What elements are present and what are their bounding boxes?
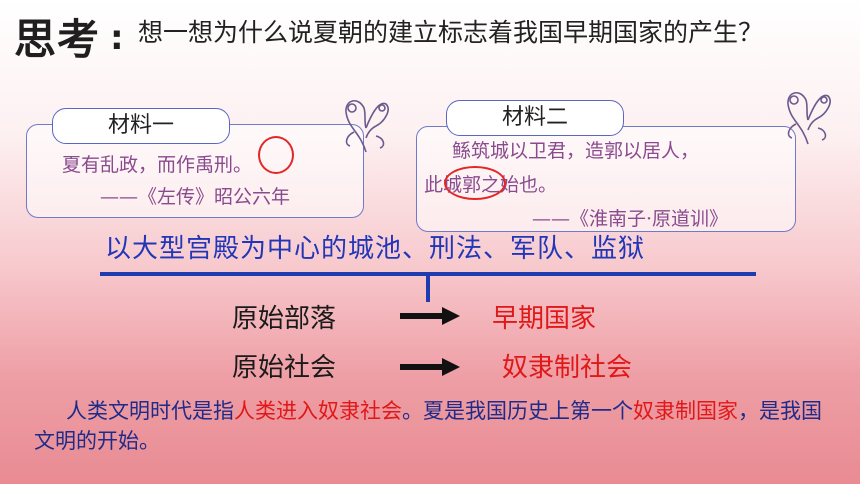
material1-label: 材料一 [52,108,230,144]
conclusion-part5: ，是我国文明的开始。 [34,399,822,453]
transition-to-1: 早期国家 [492,304,597,334]
material2-line1: 鲧筑城以卫君，造郭以居人， [452,140,700,162]
highlight-circle-xing [258,136,294,174]
question-text: 想一想为什么说夏朝的建立标志着我国早期国家的产生？ [138,18,764,47]
conclusion-part1: 人类文明时代是指 [66,399,234,423]
arrow-right-icon [400,358,460,376]
conclusion-text: 人类文明时代是指人类进入奴隶社会。夏是我国历史上第一个奴隶制国家，是我国文明的开… [34,396,834,456]
transition-from-2: 原始社会 [232,353,337,383]
arrow-right-icon [400,307,460,325]
think-title: 思考 [14,15,101,64]
material1-line2: ——《左传》昭公六年 [100,186,291,208]
conclusion-part3: 。夏是我国历史上第一个 [402,399,633,423]
palace-features-text: 以大型宫殿为中心的城池、刑法、军队、监狱 [105,234,646,264]
think-colon: : [110,18,124,58]
conclusion-part4: 奴隶制国家 [633,399,738,423]
butterfly-decoration-icon [345,100,389,153]
material2-line3: ——《淮南子·原道训》 [532,208,729,230]
transition-from-1: 原始部落 [232,304,337,334]
transition-to-2: 奴隶制社会 [502,353,633,383]
connector-line [426,272,430,302]
material2-label: 材料二 [446,100,624,136]
material1-line1: 夏有乱政，而作禹刑。 [62,154,253,176]
conclusion-part2: 人类进入奴隶社会 [234,399,402,423]
highlight-circle-chengguo [444,166,506,200]
butterfly-decoration-icon [787,92,831,145]
